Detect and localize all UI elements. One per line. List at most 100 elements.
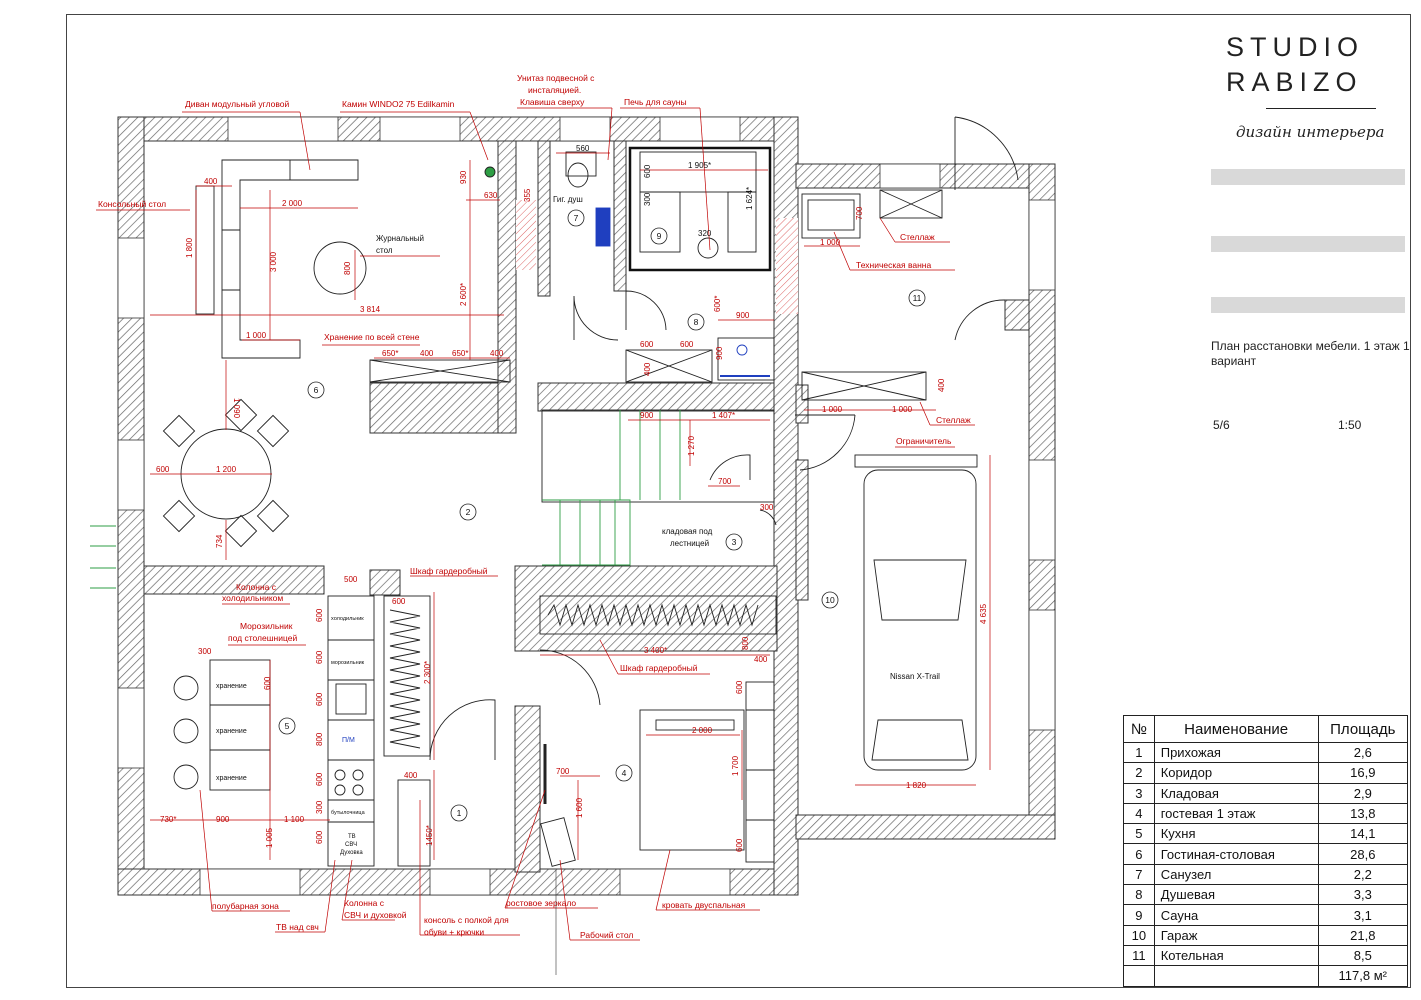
table-cell-no: 9 bbox=[1123, 904, 1155, 926]
room-marker-10: 10 bbox=[825, 595, 835, 605]
table-cell-area: 2,2 bbox=[1317, 863, 1409, 886]
label-toilet-3: Клавиша сверху bbox=[520, 97, 585, 107]
dim: 1 700 bbox=[731, 755, 740, 776]
table-cell-name: Коридор bbox=[1153, 762, 1319, 784]
dim: 3 400* bbox=[644, 646, 667, 655]
table-header-name: Наименование bbox=[1153, 715, 1319, 743]
drawing-frame bbox=[66, 14, 1411, 988]
table-cell-area: 16,9 bbox=[1317, 762, 1409, 784]
dim: 800 bbox=[741, 636, 750, 650]
dim: 800 bbox=[315, 732, 324, 746]
dim: 400 bbox=[490, 349, 504, 358]
label-wardrobe-1: Шкаф гардеробный bbox=[410, 566, 488, 576]
dim: 600* bbox=[713, 296, 722, 312]
table-cell-no: 2 bbox=[1123, 762, 1155, 784]
tile-zones bbox=[516, 200, 798, 314]
dim: 400 bbox=[643, 362, 652, 376]
label-col-oven-2: СВЧ и духовкой bbox=[344, 910, 407, 920]
label-storage-wall: Хранение по всей стене bbox=[324, 332, 420, 342]
dim: 560 bbox=[576, 144, 590, 153]
table-cell-area: 2,9 bbox=[1317, 782, 1409, 804]
label-rack-2: Стеллаж bbox=[936, 415, 971, 425]
dim: 400 bbox=[404, 771, 418, 780]
label-pmm: П/М bbox=[342, 737, 355, 744]
label-tv: ТВ над свч bbox=[276, 922, 319, 932]
dim: 600 bbox=[680, 340, 694, 349]
dim: 1 600 bbox=[575, 797, 584, 818]
dim: 1 905* bbox=[688, 161, 711, 170]
label-mirror: ростовое зеркало bbox=[506, 898, 576, 908]
dim: 2 600* bbox=[459, 283, 468, 306]
table-cell-name: Гостиная-столовая bbox=[1153, 843, 1319, 865]
label-desk: Рабочий стол bbox=[580, 930, 633, 940]
table-cell-area: 3,3 bbox=[1317, 884, 1409, 906]
label-halfbar: полубарная зона bbox=[212, 901, 279, 911]
label-mw-small: СВЧ bbox=[345, 842, 357, 848]
label-coffee-2: стол bbox=[376, 246, 393, 255]
dim: 1 000 bbox=[246, 331, 267, 340]
table-cell-no: 7 bbox=[1123, 863, 1155, 886]
label-freezer-1: Морозильник bbox=[240, 621, 293, 631]
label-fridge-small: холодильник bbox=[331, 616, 364, 622]
table-cell-name: Гараж bbox=[1153, 924, 1319, 946]
dim: 355 bbox=[523, 188, 532, 202]
room-marker-8: 8 bbox=[694, 317, 699, 327]
room-marker-4: 4 bbox=[622, 768, 627, 778]
dim: 630 bbox=[484, 191, 498, 200]
label-car: Nissan X-Trail bbox=[890, 672, 940, 681]
table-cell-area: 14,1 bbox=[1317, 823, 1409, 845]
logo-studio: STUDIO bbox=[1226, 32, 1365, 62]
dim: 600 bbox=[156, 465, 170, 474]
dim: 900 bbox=[715, 346, 724, 360]
dim: 300 bbox=[643, 192, 652, 206]
room-marker-6: 6 bbox=[314, 385, 319, 395]
label-storage-b: хранение bbox=[216, 728, 247, 735]
label-hyg-shower: Гиг. душ bbox=[553, 195, 583, 204]
room-marker-1: 1 bbox=[457, 808, 462, 818]
dim: 1 270 bbox=[687, 435, 696, 456]
dim: 300 bbox=[198, 647, 212, 656]
dim: 1 800 bbox=[185, 237, 194, 258]
dim: 300 bbox=[760, 503, 774, 512]
dim: 1 000 bbox=[820, 238, 841, 247]
annotations: Диван модульный угловой Камин WINDO2 75 … bbox=[98, 73, 971, 940]
dim: 1 200 bbox=[216, 465, 237, 474]
dim: 1 624* bbox=[745, 187, 754, 210]
label-bed: кровать двуспальная bbox=[662, 900, 746, 910]
table-header-no: № bbox=[1123, 715, 1155, 743]
table-cell-name: Прихожая bbox=[1153, 741, 1319, 764]
label-console: Консольный стол bbox=[98, 199, 166, 209]
dim: 400 bbox=[420, 349, 434, 358]
dim: 600 bbox=[643, 164, 652, 178]
label-storage-c: хранение bbox=[216, 775, 247, 782]
label-cup-small: бутылочница bbox=[331, 810, 366, 816]
dim: 600 bbox=[735, 680, 744, 694]
table-cell-name: Кухня bbox=[1153, 823, 1319, 845]
label-sauna-stove: Печь для сауны bbox=[624, 97, 687, 107]
label-pantry-2: лестницей bbox=[670, 539, 709, 548]
room-marker-7: 7 bbox=[574, 213, 579, 223]
title-block-bar bbox=[1211, 297, 1405, 313]
dim: 930 bbox=[459, 170, 468, 184]
dimension-lines bbox=[96, 107, 991, 941]
title-block-bar bbox=[1211, 236, 1405, 252]
table-cell-no: 8 bbox=[1123, 884, 1155, 906]
room-marker-2: 2 bbox=[466, 507, 471, 517]
dim: 300 bbox=[315, 800, 324, 814]
dim: 1 000 bbox=[892, 405, 913, 414]
dim: 500 bbox=[344, 575, 358, 584]
label-limiter: Ограничитель bbox=[896, 436, 952, 446]
dim: 4 635 bbox=[979, 603, 988, 624]
dim: 2 000 bbox=[282, 199, 303, 208]
table-cell-area: 21,8 bbox=[1317, 924, 1409, 946]
table-cell-name: Душевая bbox=[1153, 884, 1319, 906]
dim: 650* bbox=[382, 349, 398, 358]
table-cell-name: Сауна bbox=[1153, 904, 1319, 926]
label-console-shoes-1: консоль с полкой для bbox=[424, 915, 509, 925]
